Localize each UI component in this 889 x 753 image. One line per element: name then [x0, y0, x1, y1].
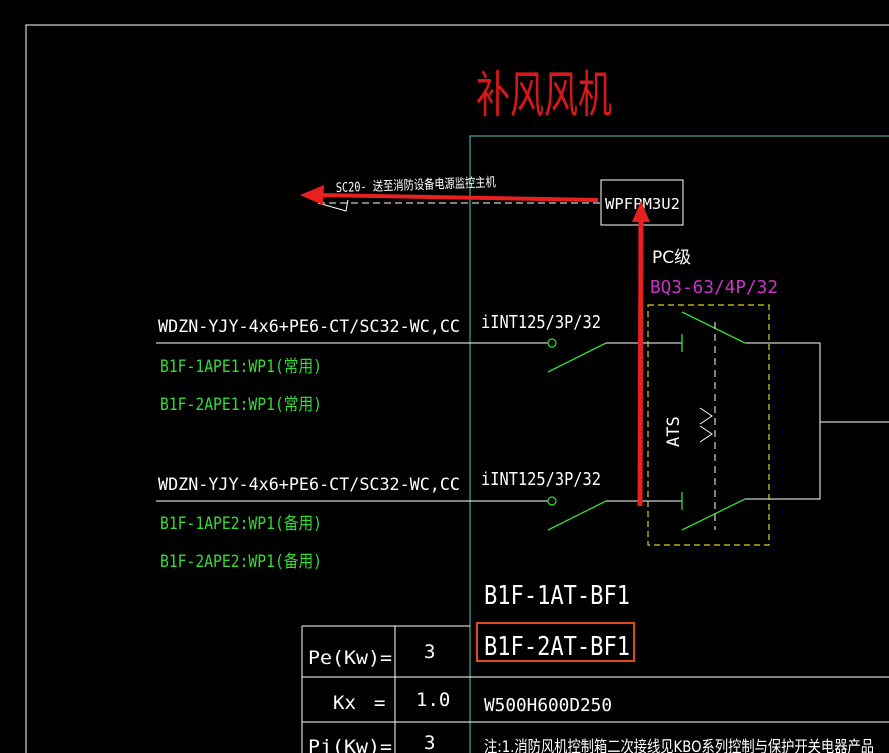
diagram-title: 补风风机	[476, 66, 612, 124]
panel-frame	[469, 135, 889, 753]
annotation-arrowhead-up-icon	[632, 201, 650, 222]
control-line-hook	[317, 199, 349, 212]
annotation-arrowhead-left-icon	[300, 185, 324, 205]
ats-output-wire	[745, 342, 889, 423]
feeder2-source-a: B1F-1APE2:WP1(备用)	[160, 514, 322, 534]
feeder1-source-a: B1F-1APE1:WP1(常用)	[160, 357, 322, 377]
feeder1-breaker-contact	[547, 338, 557, 348]
pj-label: Pj(Kw)=	[308, 736, 392, 753]
kx-label: Kx	[333, 692, 356, 714]
ats-breaker-spec: BQ3-63/4P/32	[650, 277, 778, 298]
feeder2-source-b: B1F-2APE2:WP1(备用)	[160, 552, 322, 572]
panel-name-highlight[interactable]	[476, 622, 635, 662]
feeder1-breaker-blade	[547, 342, 607, 373]
feeder1-breaker: iINT125/3P/32	[481, 312, 601, 333]
pj-value: 3	[424, 732, 435, 753]
annotation-arrow-horizontal	[317, 193, 599, 202]
feeder2-breaker-contact	[547, 496, 557, 506]
ats-return-wire	[745, 422, 821, 500]
pe-label: Pe(Kw)=	[308, 647, 392, 669]
panel-dimensions: W500H600D250	[484, 695, 612, 716]
monitor-module-label: WPFPM3U2	[605, 195, 680, 213]
panel-note: 注:1.消防风机控制箱二次接线见KBO系列控制与保护开关电器产品	[484, 737, 874, 753]
control-line-label: SC20- 送至消防设备电源监控主机	[336, 174, 496, 196]
ats-box[interactable]	[647, 304, 770, 546]
feeder2-cable: WDZN-YJY-4x6+PE6-CT/SC32-WC,CC	[158, 475, 460, 495]
parameter-table	[301, 625, 889, 753]
feeder2-breaker-blade	[547, 500, 607, 531]
ats-label: ATS	[664, 416, 684, 447]
panel-name-2: B1F-2AT-BF1	[484, 632, 630, 662]
kx-equals: =	[374, 692, 385, 714]
feeder1-source-b: B1F-2APE1:WP1(常用)	[160, 395, 322, 415]
outer-frame	[25, 24, 889, 753]
ats-arrows-icon	[699, 407, 713, 443]
kx-value: 1.0	[416, 689, 450, 711]
feeder1-ats-blade	[681, 311, 746, 344]
feeder2-breaker: iINT125/3P/32	[481, 469, 601, 490]
annotation-arrows	[300, 185, 650, 507]
pc-class-label: PC级	[652, 248, 691, 268]
panel-name-1: B1F-1AT-BF1	[484, 581, 630, 611]
feeder2-ats-blade	[681, 498, 746, 531]
annotation-arrow-vertical	[637, 219, 644, 507]
feeder1-cable: WDZN-YJY-4x6+PE6-CT/SC32-WC,CC	[158, 317, 460, 337]
pe-value: 3	[424, 641, 435, 663]
